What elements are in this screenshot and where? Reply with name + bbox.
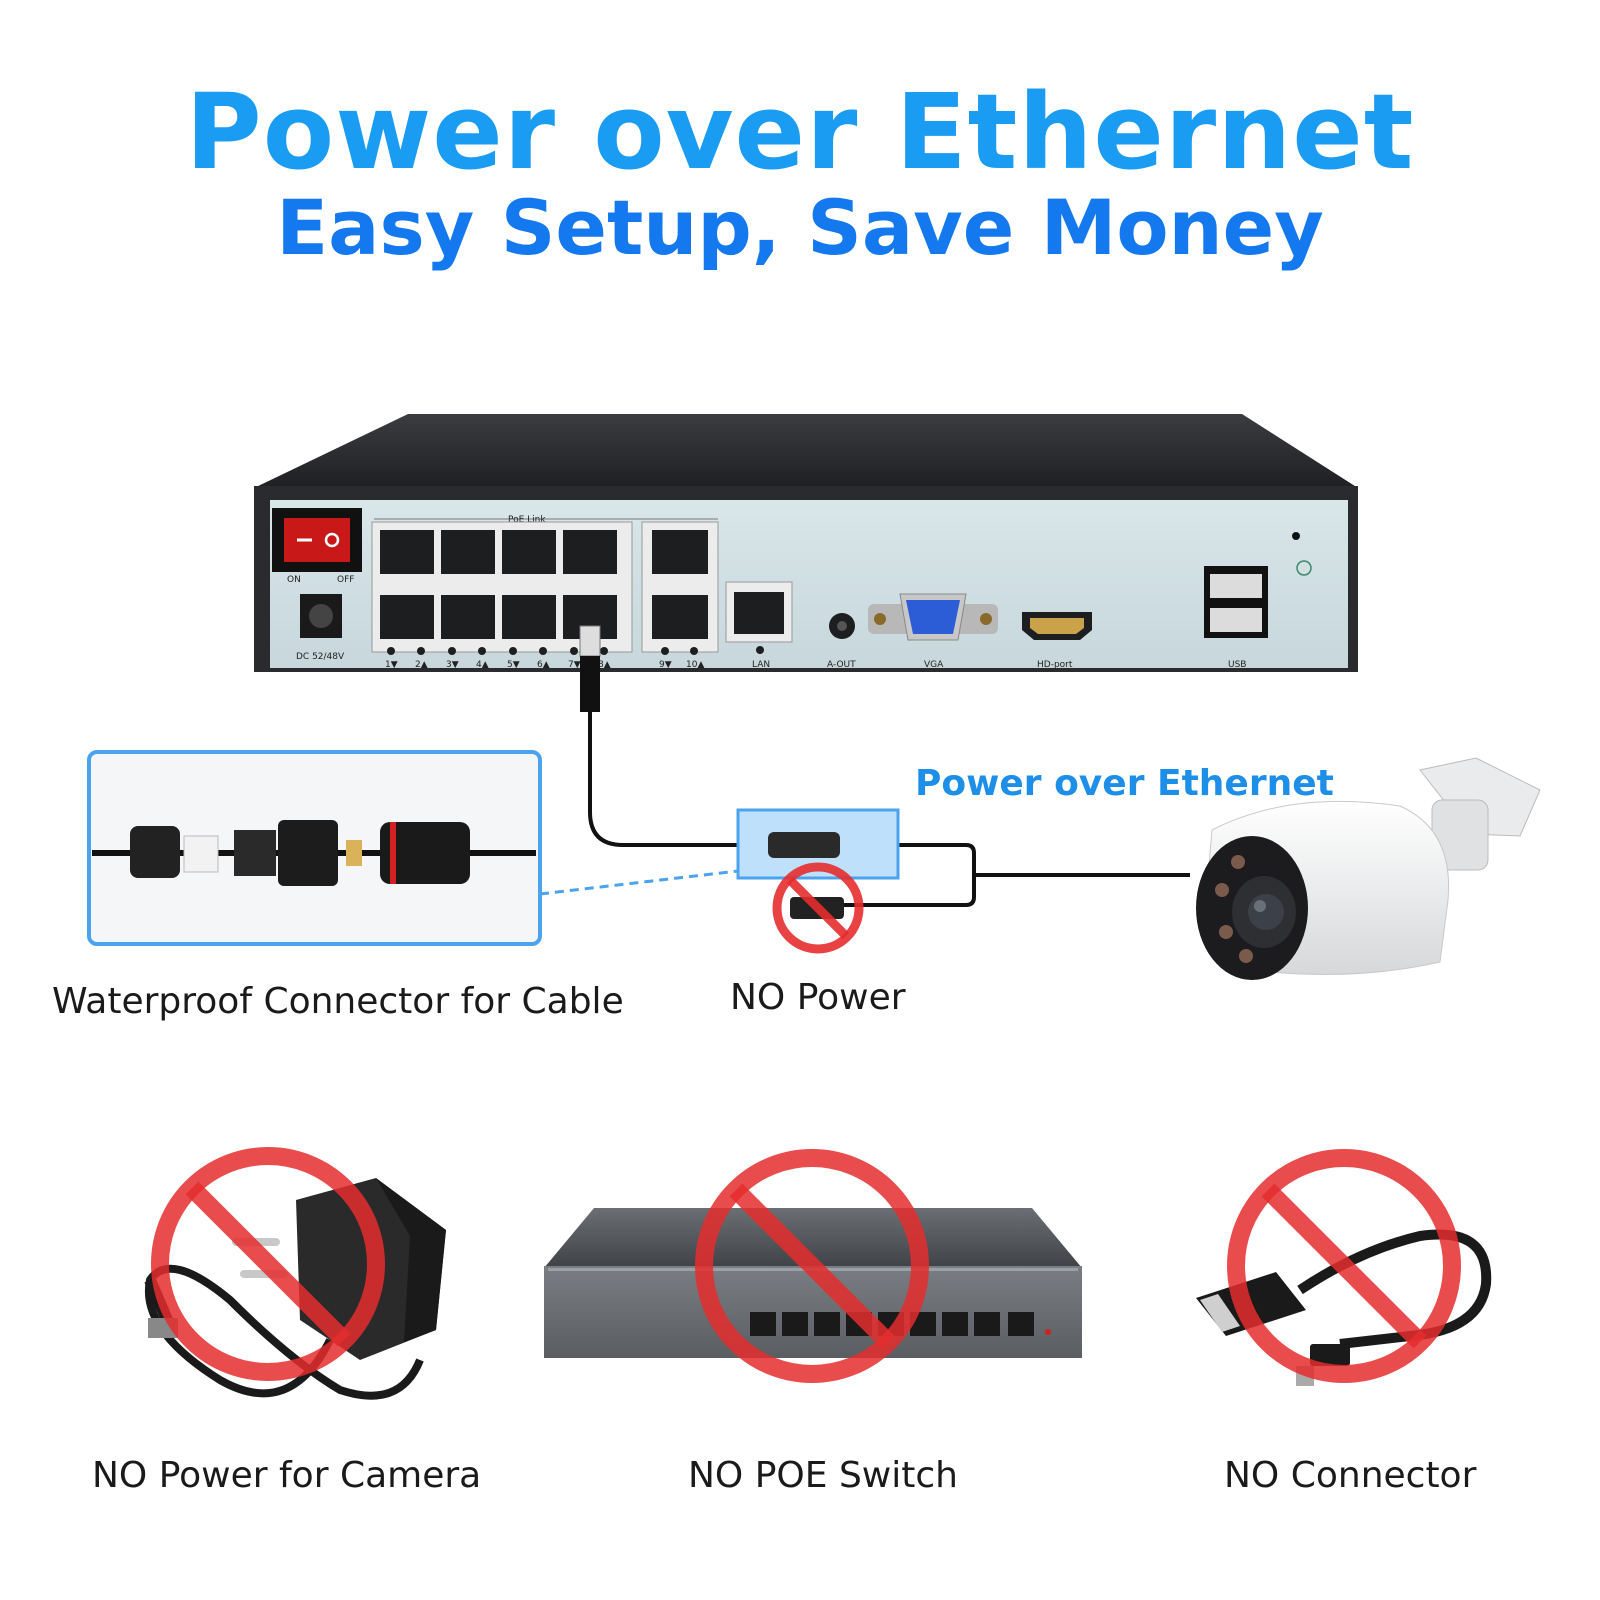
poe-callout-label: Power over Ethernet (915, 763, 1334, 804)
inline-connector (768, 832, 840, 858)
port-8-label: 8▲ (598, 660, 611, 670)
no-power-prohibited-icon (772, 862, 864, 954)
page-subtitle: Easy Setup, Save Money (276, 183, 1324, 272)
port-4-label: 4▲ (476, 660, 489, 670)
dc-power-label: DC 52/48V (296, 652, 345, 662)
port-2-label: 2▲ (415, 660, 428, 670)
poe-link-label: PoE Link (508, 515, 546, 525)
port-7-label: 7▼ (568, 660, 581, 670)
ethernet-cable (588, 702, 1190, 907)
callout-pointer (539, 869, 739, 896)
port-9-label: 9▼ (659, 660, 672, 670)
usb-label: USB (1228, 660, 1246, 670)
switch-on-label: ON (287, 575, 301, 585)
no-power-camera-label: NO Power for Camera (92, 1455, 482, 1496)
vga-label: VGA (924, 660, 944, 670)
rj45-plug (579, 625, 601, 712)
port-1-label: 1▼ (385, 660, 398, 670)
no-power-label: NO Power (730, 977, 906, 1018)
nvr-recorder: ON OFF DC 52/48V PoE Link 1▼ 2▲ 3▼ 4▲ 5▼ (254, 414, 1358, 672)
port-5-label: 5▼ (507, 660, 520, 670)
poe-switch-illustration (544, 1208, 1082, 1358)
waterproof-connector-illustration (92, 820, 536, 886)
hdmi-label: HD-port (1037, 660, 1073, 670)
port-3-label: 3▼ (446, 660, 459, 670)
no-poe-switch-label: NO POE Switch (688, 1455, 958, 1496)
lan-label: LAN (752, 660, 770, 670)
no-connector-prohibited-icon (1227, 1149, 1461, 1383)
switch-off-label: OFF (337, 575, 354, 585)
ground-icon (1296, 560, 1312, 576)
port-6-label: 6▲ (537, 660, 550, 670)
audio-out-label: A-OUT (827, 660, 856, 670)
no-connector-label: NO Connector (1224, 1455, 1477, 1496)
lan-port[interactable] (734, 592, 784, 634)
port-10-label: 10▲ (686, 660, 704, 670)
poe-ports (380, 530, 708, 639)
waterproof-label: Waterproof Connector for Cable (52, 981, 624, 1022)
vga-port[interactable] (906, 600, 960, 634)
no-poe-switch-prohibited-icon (695, 1149, 929, 1383)
page-title: Power over Ethernet (185, 71, 1415, 193)
no-power-camera-prohibited-icon (151, 1147, 385, 1381)
bullet-camera (1196, 757, 1541, 980)
